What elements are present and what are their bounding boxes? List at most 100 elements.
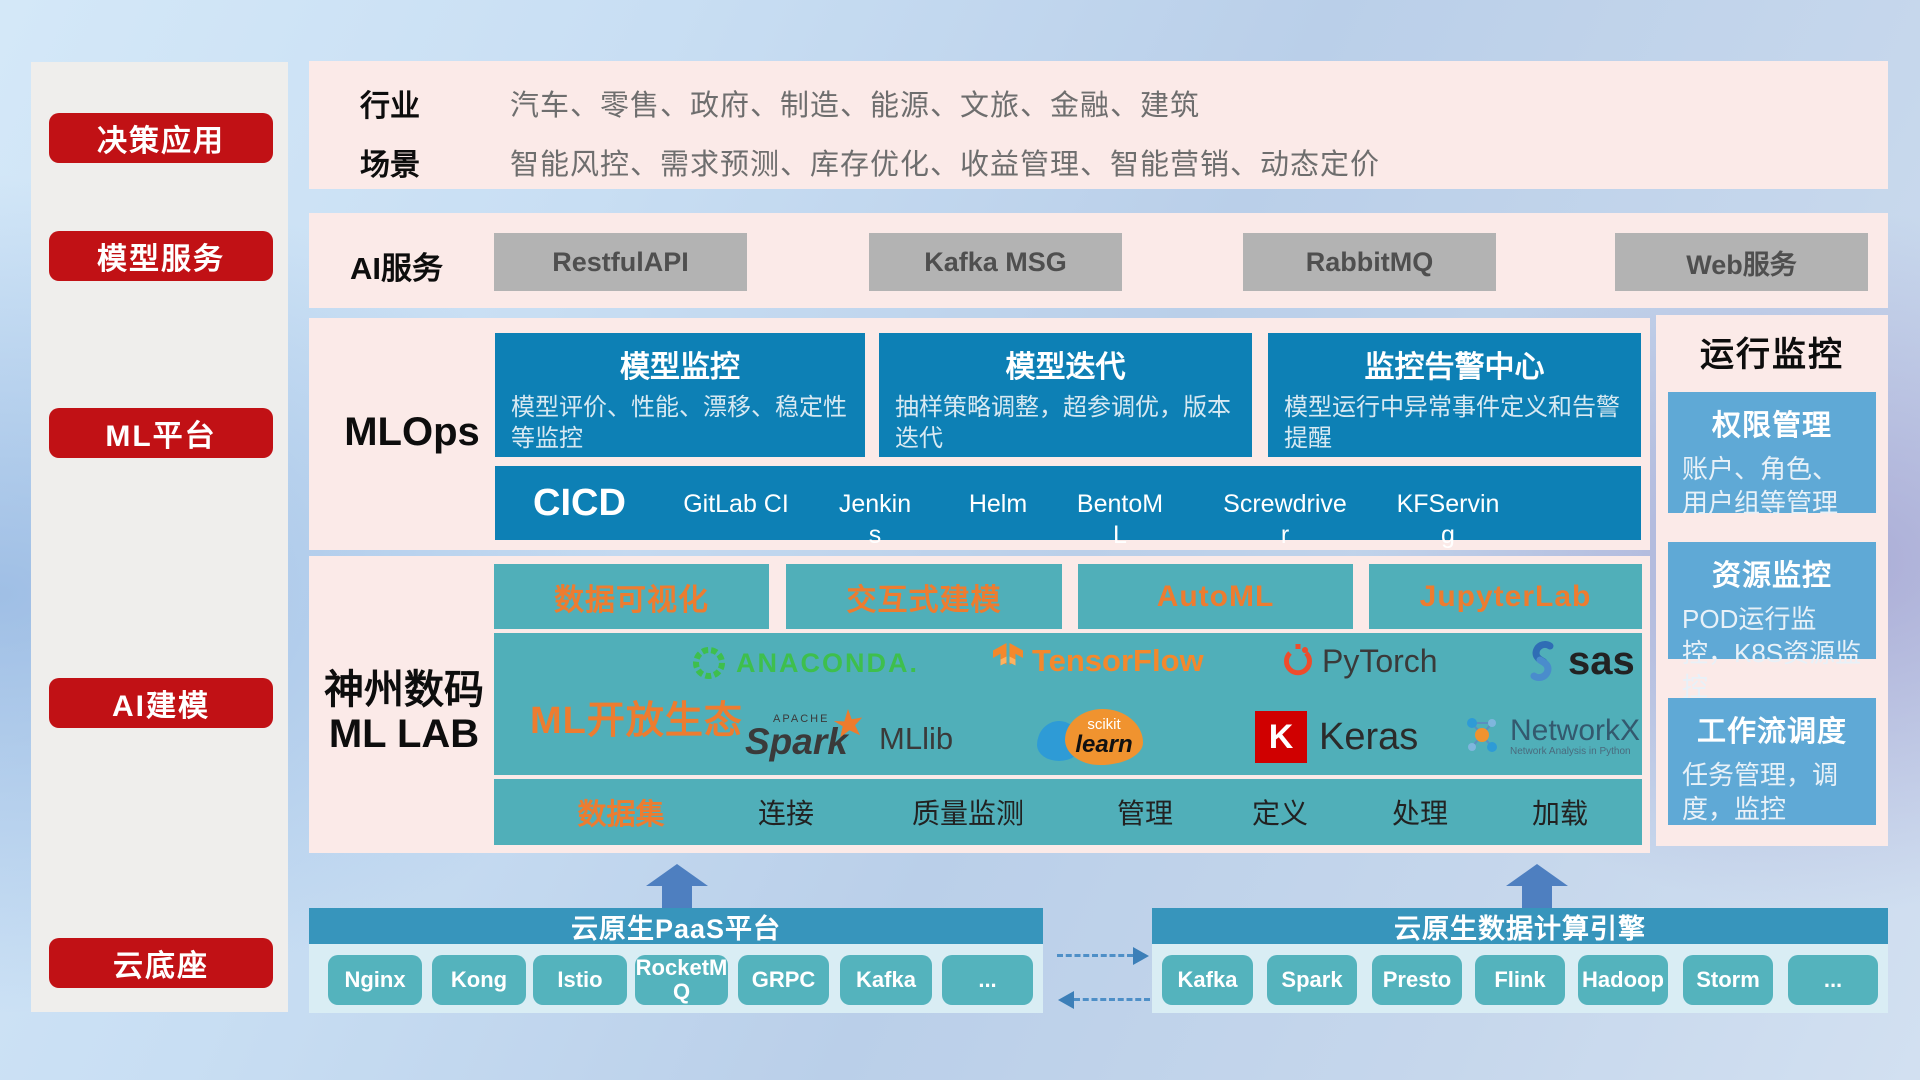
tensorflow-icon <box>993 643 1023 666</box>
load-item[interactable]: 加载 <box>1531 798 1589 829</box>
permission-management-desc: 账户、角色、用户组等管理 <box>1682 454 1839 518</box>
ml-ecosystem-box: ML开放生态 ANACONDA. TensorFlow <box>494 633 1642 775</box>
ai-service-label: AI服务 <box>350 251 443 286</box>
storm-button[interactable]: Storm <box>1683 955 1773 1005</box>
cicd-bar: CICD GitLab CI Jenkins Helm BentoML Scre… <box>495 466 1641 549</box>
spark-button[interactable]: Spark <box>1267 955 1357 1005</box>
dashed-arrow-left-line <box>1074 998 1150 1001</box>
anaconda-logo: ANACONDA. <box>690 643 919 683</box>
engine-panel: Kafka Spark Presto Flink Hadoop Storm ..… <box>1152 944 1888 1013</box>
sidebar-item-ml-platform[interactable]: ML平台 <box>49 408 273 458</box>
alert-center-title: 监控告警中心 <box>1364 351 1545 384</box>
sidebar-item-cloud-base[interactable]: 云底座 <box>49 938 273 988</box>
process-item[interactable]: 处理 <box>1391 798 1449 829</box>
kong-button[interactable]: Kong <box>432 955 526 1005</box>
flink-button[interactable]: Flink <box>1475 955 1565 1005</box>
kafka-left-button[interactable]: Kafka <box>840 955 932 1005</box>
alert-center-desc: 模型运行中异常事件定义和告警提醒 <box>1284 394 1620 452</box>
ai-service-panel: AI服务 RestfulAPI Kafka MSG RabbitMQ Web服务 <box>309 213 1888 308</box>
hadoop-button[interactable]: Hadoop <box>1578 955 1668 1005</box>
mllab-label-line2: ML LAB <box>328 712 480 756</box>
resource-monitoring-title: 资源监控 <box>1711 560 1832 592</box>
engine-arrow-stem <box>1522 886 1552 908</box>
dashed-arrow-right-line <box>1057 954 1133 957</box>
bentoml-item: BentoML <box>1076 490 1164 549</box>
engine-header: 云原生数据计算引擎 <box>1152 908 1888 944</box>
industry-scenario-panel: 行业 汽车、零售、政府、制造、能源、文旅、金融、建筑 场景 智能风控、需求预测、… <box>309 61 1888 189</box>
tensorflow-logo: TensorFlow <box>990 639 1204 683</box>
more-right-button[interactable]: ... <box>1788 955 1878 1005</box>
define-item[interactable]: 定义 <box>1251 798 1309 829</box>
scikit-orange-blob: scikit learn <box>1065 709 1143 765</box>
data-visualization-box[interactable]: 数据可视化 <box>494 564 769 629</box>
industry-list: 汽车、零售、政府、制造、能源、文旅、金融、建筑 <box>510 90 1201 122</box>
model-monitoring-desc: 模型评价、性能、漂移、稳定性等监控 <box>511 394 847 452</box>
kafka-right-button[interactable]: Kafka <box>1162 955 1253 1005</box>
helm-item: Helm <box>968 490 1028 518</box>
cicd-label: CICD <box>533 482 626 524</box>
scenario-list: 智能风控、需求预测、库存优化、收益管理、智能营销、动态定价 <box>510 149 1381 181</box>
scikit-learn-logo: scikit learn <box>1037 709 1167 767</box>
permission-management-title: 权限管理 <box>1711 410 1832 442</box>
keras-icon: K <box>1255 711 1307 763</box>
mllab-label-line1: 神州数码 <box>324 668 484 712</box>
gitlab-ci-item: GitLab CI <box>683 490 789 518</box>
sidebar-item-ai-modeling[interactable]: AI建模 <box>49 678 273 728</box>
sidebar-item-decision-apps[interactable]: 决策应用 <box>49 113 273 163</box>
rocketmq-button[interactable]: RocketMQ <box>635 955 728 1005</box>
anaconda-icon <box>693 647 725 679</box>
kafka-msg-button[interactable]: Kafka MSG <box>869 233 1122 291</box>
paas-up-arrow <box>646 864 708 886</box>
paas-panel: Nginx Kong Istio RocketMQ GRPC Kafka ... <box>309 944 1043 1013</box>
paas-header: 云原生PaaS平台 <box>309 908 1043 944</box>
industry-label: 行业 <box>360 90 420 123</box>
dataset-row: 数据集 连接 质量监测 管理 定义 处理 加载 <box>494 779 1642 845</box>
spark-star-icon <box>833 709 863 738</box>
resource-monitoring-box: 资源监控 POD运行监控，K8S资源监控 <box>1668 542 1876 702</box>
paas-arrow-stem <box>662 886 692 908</box>
more-left-button[interactable]: ... <box>942 955 1033 1005</box>
dataset-item[interactable]: 数据集 <box>577 799 665 831</box>
quality-monitor-item[interactable]: 质量监测 <box>911 798 1025 829</box>
web-service-button[interactable]: Web服务 <box>1615 233 1868 291</box>
presto-button[interactable]: Presto <box>1372 955 1462 1005</box>
restful-api-button[interactable]: RestfulAPI <box>494 233 747 291</box>
mlops-panel: MLOps 模型监控 模型评价、性能、漂移、稳定性等监控 模型迭代 抽样策略调整… <box>309 318 1650 550</box>
sas-logo: sas <box>1520 637 1635 685</box>
mllab-panel: 神州数码 ML LAB 数据可视化 交互式建模 AutoML JupyterLa… <box>309 556 1650 853</box>
sidebar-item-model-service[interactable]: 模型服务 <box>49 231 273 281</box>
interactive-modeling-box[interactable]: 交互式建模 <box>786 564 1062 629</box>
model-monitoring-title: 模型监控 <box>620 351 740 384</box>
runtime-monitoring-panel: 运行监控 权限管理 账户、角色、用户组等管理 资源监控 POD运行监控，K8S资… <box>1656 315 1888 846</box>
mlops-label: MLOps <box>344 410 480 454</box>
connect-item[interactable]: 连接 <box>757 798 815 829</box>
model-iteration-title: 模型迭代 <box>1005 351 1126 384</box>
dashed-arrow-right-head <box>1133 947 1149 965</box>
jenkins-item: Jenkins <box>838 490 912 549</box>
model-iteration-box: 模型迭代 抽样策略调整，超参调优，版本迭代 <box>879 333 1252 457</box>
sidebar: 决策应用 模型服务 ML平台 AI建模 云底座 <box>31 62 288 1012</box>
pytorch-logo: PyTorch <box>1280 639 1438 683</box>
istio-button[interactable]: Istio <box>533 955 627 1005</box>
jupyterlab-box[interactable]: JupyterLab <box>1369 564 1642 629</box>
workflow-scheduling-title: 工作流调度 <box>1696 716 1847 748</box>
model-iteration-desc: 抽样策略调整，超参调优，版本迭代 <box>895 394 1231 452</box>
nginx-button[interactable]: Nginx <box>328 955 422 1005</box>
workflow-scheduling-desc: 任务管理，调度，监控 <box>1682 760 1839 824</box>
grpc-button[interactable]: GRPC <box>738 955 829 1005</box>
networkx-logo: NetworkX Network Analysis in Python <box>1460 711 1640 759</box>
keras-logo: K Keras <box>1255 709 1418 765</box>
manage-item[interactable]: 管理 <box>1116 798 1174 829</box>
alert-center-box: 监控告警中心 模型运行中异常事件定义和告警提醒 <box>1268 333 1641 457</box>
rabbitmq-button[interactable]: RabbitMQ <box>1243 233 1496 291</box>
engine-up-arrow <box>1506 864 1568 886</box>
model-monitoring-box: 模型监控 模型评价、性能、漂移、稳定性等监控 <box>495 333 865 457</box>
kfserving-item: KFServing <box>1396 490 1500 549</box>
ml-ecosystem-label: ML开放生态 <box>530 700 743 742</box>
automl-box[interactable]: AutoML <box>1078 564 1353 629</box>
sas-icon <box>1530 641 1554 681</box>
screwdriver-item: Screwdriver <box>1223 490 1347 549</box>
mllab-label: 神州数码 ML LAB <box>319 668 489 756</box>
resource-monitoring-desc: POD运行监控，K8S资源监控 <box>1682 604 1862 702</box>
